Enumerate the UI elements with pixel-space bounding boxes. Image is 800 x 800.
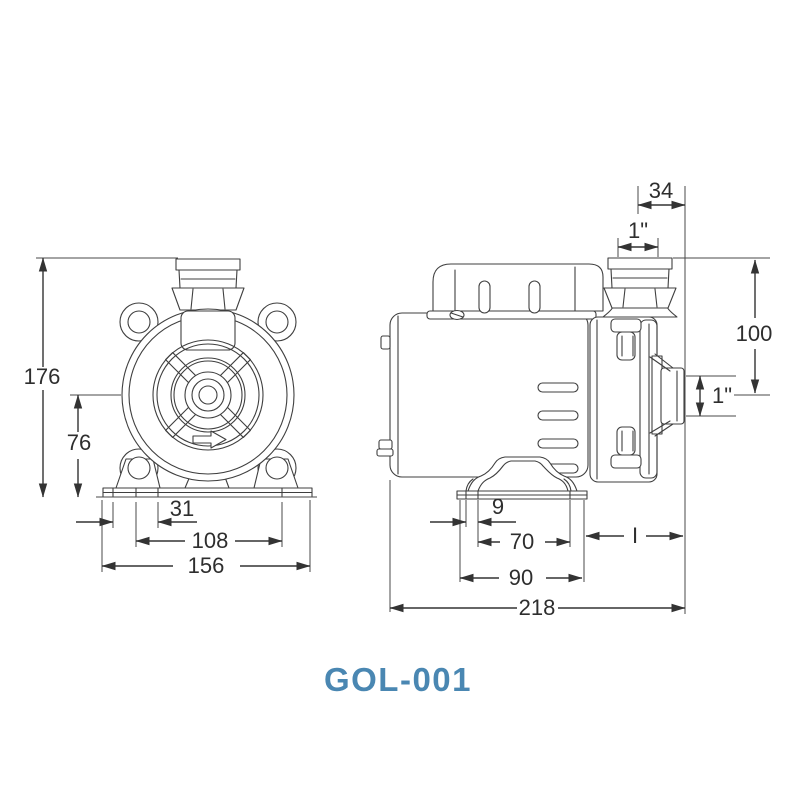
dim-base-slot-offset: 9 xyxy=(492,494,504,519)
rotation-direction-arrow-icon xyxy=(192,430,227,449)
port-union-nut xyxy=(603,287,677,309)
motor-tab xyxy=(380,335,391,350)
dim-port-height: 100 xyxy=(736,321,773,346)
dim-top-port-size: 1" xyxy=(628,218,648,243)
conduit-tab xyxy=(376,448,394,457)
dim-rear: I xyxy=(632,523,638,548)
lug-hole xyxy=(265,456,289,480)
front-dimensions: 176 76 31 108 156 xyxy=(24,257,317,578)
dim-port-centerline-offset: 34 xyxy=(649,178,673,203)
pump-housing-front xyxy=(121,308,295,482)
side-base xyxy=(456,456,588,500)
pump-head xyxy=(589,299,685,483)
box-slot xyxy=(528,280,541,314)
conduit-tab xyxy=(378,439,393,450)
clamp-knob-bottom xyxy=(610,426,642,469)
front-view: 176 76 31 108 156 xyxy=(24,257,317,578)
side-view: 34 1" 100 1" 9 I xyxy=(376,178,773,620)
dim-overall-height: 176 xyxy=(24,364,61,389)
dim-foot-slot-offset: 31 xyxy=(170,496,194,521)
dim-side-port-size: 1" xyxy=(712,383,732,408)
side-dimensions: 34 1" 100 1" 9 I xyxy=(389,178,773,620)
dim-base-width: 156 xyxy=(188,553,225,578)
port-rim xyxy=(607,257,673,270)
model-title: GOL-001 xyxy=(324,661,472,698)
box-slot xyxy=(478,280,491,314)
lug-hole xyxy=(127,456,151,480)
terminal-box xyxy=(426,263,604,321)
port-connector xyxy=(180,310,236,351)
suction-port-front xyxy=(171,258,245,311)
clamp-knob-top xyxy=(610,318,642,361)
lug-hole xyxy=(127,310,151,334)
suction-port-side xyxy=(603,257,677,309)
port-union-nut xyxy=(171,287,245,311)
dim-centerline-height: 76 xyxy=(67,430,91,455)
dim-base-slot-spacing: 70 xyxy=(510,529,534,554)
lug-hole xyxy=(265,310,289,334)
dim-overall-length: 218 xyxy=(519,595,556,620)
discharge-port xyxy=(660,367,685,425)
dim-base-length: 90 xyxy=(509,565,533,590)
port-rim xyxy=(175,258,241,271)
motor-body xyxy=(376,312,589,478)
dim-foot-hole-spacing: 108 xyxy=(192,528,229,553)
